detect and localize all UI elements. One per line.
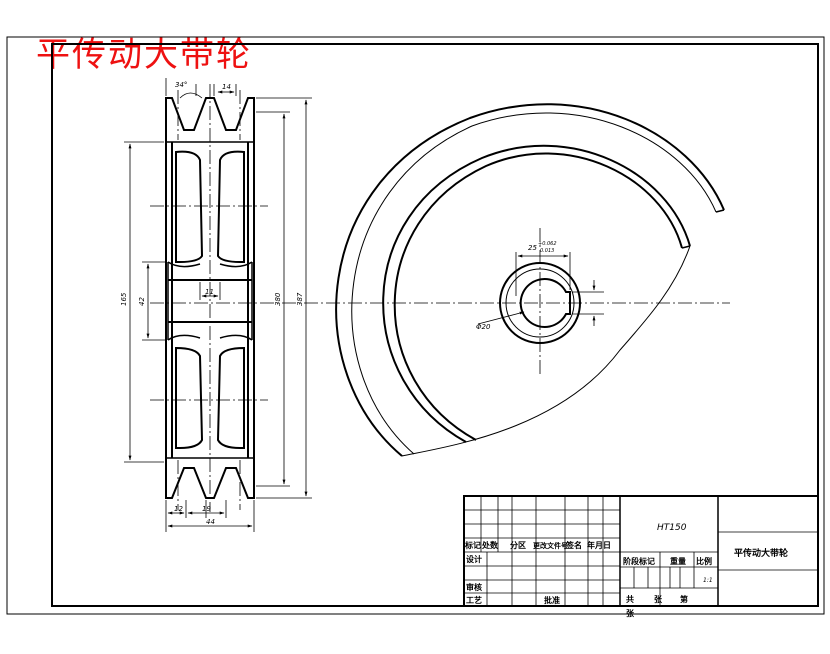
title-block: [463, 495, 819, 607]
section-centerlines: [150, 84, 730, 512]
weight-label: 重量: [670, 556, 686, 566]
sheet-unit2-label: 张: [626, 609, 635, 618]
dim-groove-pitch: 19: [202, 505, 211, 513]
rev-header-mark: 标记: [464, 540, 481, 550]
rev-header-zone: 分区: [510, 540, 526, 550]
rev-header-count: 处数: [481, 540, 499, 550]
row-design: 设计: [466, 554, 482, 564]
dim-bore-tol-upper: +0.062: [538, 241, 557, 247]
sheet-border: [6, 36, 825, 615]
dim-bore-tol-lower: 0.013: [540, 248, 554, 254]
dim-42: 42: [138, 297, 146, 306]
dim-overall-width: 44: [206, 518, 215, 526]
rev-header-sign: 签名: [565, 540, 582, 550]
dim-387: 387: [296, 292, 304, 306]
dim-groove-angle: 34°: [175, 81, 187, 89]
pulley-section-view: [165, 97, 255, 499]
approve-label: 批准: [544, 595, 560, 605]
rev-header-doc: 更改文件号: [533, 541, 568, 550]
scale-label: 比例: [696, 556, 712, 566]
dim-hub-width: 11: [205, 288, 214, 296]
sheets-unit-label: 张: [654, 595, 663, 604]
part-name-label: 平传动大带轮: [734, 547, 788, 559]
dim-edge-offset: 12: [174, 505, 183, 513]
rev-header-date: 年月日: [587, 540, 611, 550]
dim-bore-fit: 25: [528, 244, 537, 252]
dim-380: 380: [274, 292, 282, 306]
sheets-total-label: 共: [626, 594, 634, 604]
material-label: HT150: [657, 523, 687, 533]
dim-groove-top-width: 14: [222, 83, 231, 91]
scale-value: 1:1: [703, 577, 713, 584]
stage-mark-label: 阶段标记: [623, 556, 655, 566]
section-dimension-lines: [124, 78, 312, 532]
sheet-no-label: 第: [680, 594, 688, 604]
front-dimension-lines: [477, 252, 604, 326]
row-process: 工艺: [466, 595, 482, 605]
dim-bore-dia: Φ20: [476, 323, 491, 331]
pulley-front-view: [335, 103, 725, 457]
row-review: 审核: [466, 582, 482, 592]
dim-165: 165: [120, 292, 128, 306]
